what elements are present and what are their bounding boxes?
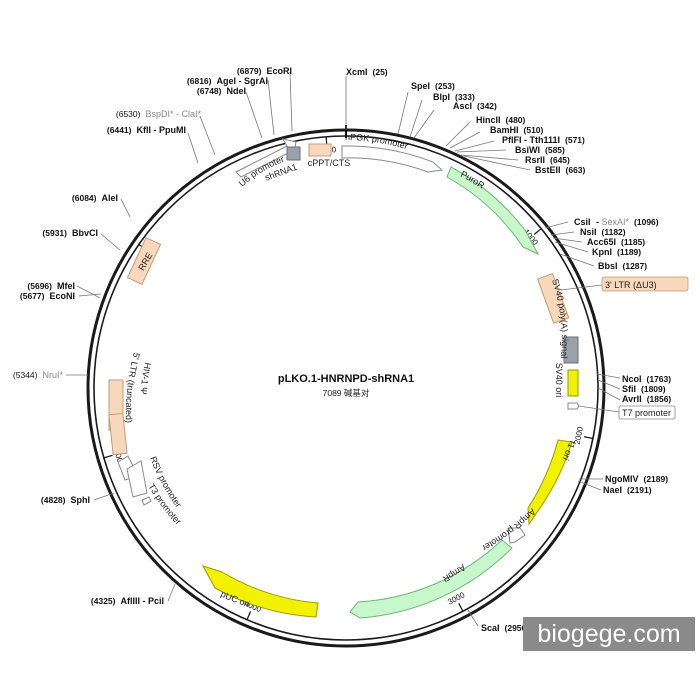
feature-label-t7-box <box>618 405 676 420</box>
site-agei-sgrai: (6816)AgeI - SgrAI <box>187 76 268 86</box>
feature-ampr <box>349 539 513 619</box>
site-nrui: (5344)NruI* <box>13 370 64 380</box>
feature-cppt-cts <box>308 143 332 157</box>
features <box>108 138 580 619</box>
feature-puror <box>446 166 540 256</box>
scale-tick <box>533 228 542 235</box>
feature-ampr-promoter <box>507 527 526 544</box>
site-bsiwi: BsiWI(585) <box>515 145 565 155</box>
scale-tick <box>246 611 252 620</box>
site-bsteii: BstEII(663) <box>535 165 586 175</box>
site-ncoi: NcoI(1763) <box>622 374 671 384</box>
feature-shrna1 <box>286 146 301 161</box>
site-bbvci: (5931)BbvCI <box>42 228 98 238</box>
feature-f1-ori <box>527 439 573 526</box>
feature-label-sv40-ori: SV40 ori <box>554 363 564 398</box>
feature-label-3ltr: 3' LTR (ΔU3) <box>605 280 657 290</box>
site-xcmi: XcmI(25) <box>346 67 388 77</box>
feature-t3-promoter <box>126 460 148 498</box>
site-ecori: (6879)EcoRI <box>237 66 292 76</box>
site-naei: NaeI(2191) <box>603 485 652 495</box>
scale-tick <box>103 454 113 459</box>
feature-label-cppt-cts: cPPT/CTS <box>308 158 351 168</box>
feature-label-t7-promoter: T7 promoter <box>622 408 671 418</box>
restriction-sites: XcmI(25) SpeI(253) BlpI(333) AscI(342) H… <box>13 66 672 633</box>
site-acc65i: Acc65I(1185) <box>587 237 645 247</box>
site-kpni: KpnI(1189) <box>592 247 641 257</box>
feature-t7-promoter-arrow <box>567 402 580 410</box>
site-csii-sexai: CsiI - SexAI*(1096) <box>574 217 659 227</box>
feature-t3-promoter-arrow <box>141 496 152 506</box>
backbone <box>86 125 606 648</box>
site-kfli-ppumi: (6441)KflI - PpuMI <box>107 125 186 135</box>
site-avrii: AvrII(1856) <box>622 394 671 404</box>
watermark: biogege.com <box>523 617 695 651</box>
scale-tick <box>458 602 464 612</box>
site-econi: (5677)EcoNI <box>20 291 75 301</box>
site-sphi: (4828)SphI <box>41 495 90 505</box>
site-rsrii: RsrII(645) <box>525 155 570 165</box>
site-spei: SpeI(253) <box>411 81 455 91</box>
site-blpi: BlpI(333) <box>433 92 475 102</box>
feature-sv40-ori <box>567 369 579 397</box>
feature-label-hiv-psi: HIV-1 Ψ <box>138 362 152 395</box>
feature-hpgk-promoter <box>341 145 444 173</box>
scale-tick-label: 2000 <box>573 425 585 445</box>
site-bspdi-clai: (6530)BspDI* - ClaI* <box>116 109 202 119</box>
site-bbsi: BbsI(1287) <box>598 261 647 271</box>
site-hincii: HincII(480) <box>476 115 526 125</box>
site-alei: (6084)AleI <box>72 193 118 203</box>
site-ngomiv: NgoMIV(2189) <box>605 474 668 484</box>
site-bamhi: BamHI(510) <box>490 125 544 135</box>
feature-leader-t7 <box>578 405 620 413</box>
site-asci: AscI(342) <box>453 101 497 111</box>
plasmid-size: 7089 碱基对 <box>323 388 370 398</box>
feature-3ltr <box>536 273 570 324</box>
plasmid-name: pLKO.1-HNRNPD-shRNA1 <box>278 373 414 385</box>
feature-puc-ori <box>201 565 319 618</box>
site-nsii: NsiI(1182) <box>580 227 626 237</box>
site-ndei: (6748)NdeI <box>197 86 246 96</box>
feature-hiv-psi <box>108 412 128 456</box>
scale-tick <box>583 436 594 440</box>
site-mfei: (5696)MfeI <box>27 281 75 291</box>
feature-sv40-polya <box>563 336 579 364</box>
site-afliii-pcii: (4325)AflIII - PciI <box>91 596 164 606</box>
site-scai: ScaI(2956) <box>481 623 529 633</box>
site-pflfi-tth111i: PflFI - Tth111I(571) <box>502 135 585 145</box>
site-sfii: SfiI(1809) <box>622 384 666 394</box>
feature-leader-3ltr <box>560 284 603 291</box>
feature-label-3ltr-box <box>601 276 689 292</box>
feature-rre <box>126 237 162 285</box>
